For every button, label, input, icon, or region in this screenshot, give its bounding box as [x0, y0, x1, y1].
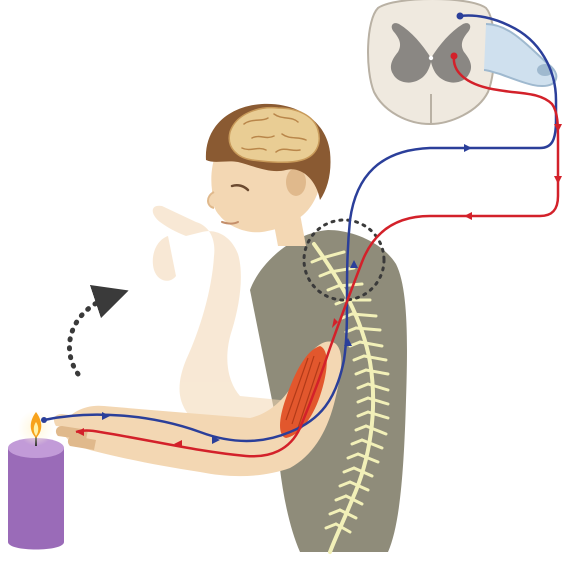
brain [229, 108, 319, 163]
motor-neuron-body [451, 53, 458, 60]
candle-flame [18, 410, 54, 446]
sensory-receptor [41, 417, 47, 423]
candle [8, 436, 64, 550]
sensory-synapse [457, 13, 464, 20]
withdrawal-motion-arrow [69, 296, 112, 374]
